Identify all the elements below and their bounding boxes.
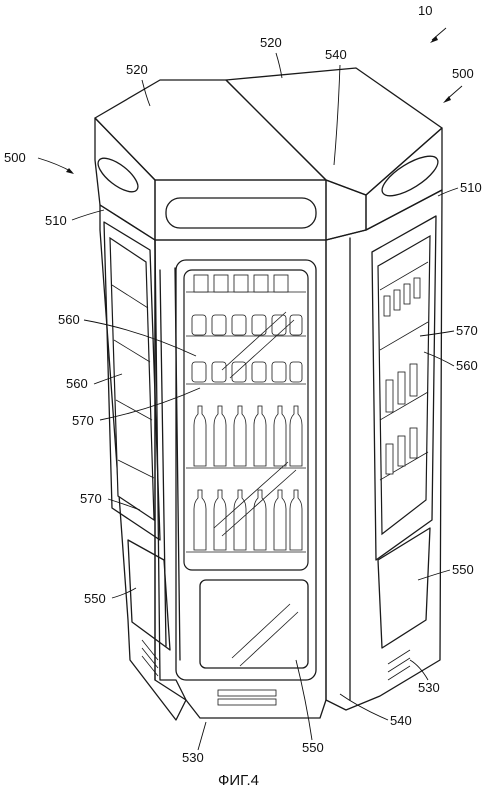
left-front-door-frame	[175, 259, 317, 681]
left-cabinet	[94, 79, 327, 721]
label-rail-front: 570	[72, 413, 94, 428]
label-corner-top: 540	[325, 47, 347, 62]
callouts: 10 520 520 540 500 500 510 510 560 560 5…	[4, 3, 482, 789]
left-side-door	[103, 221, 161, 541]
left-side-glass	[109, 236, 155, 522]
label-top-right: 520	[260, 35, 282, 50]
label-base-front: 530	[182, 750, 204, 765]
label-panel-side-right: 550	[452, 562, 474, 577]
label-rail-side-left: 570	[80, 491, 102, 506]
left-header-light	[165, 197, 317, 229]
left-side-light	[97, 157, 139, 193]
right-cabinet-top	[225, 67, 443, 196]
label-panel-side-left: 550	[84, 591, 106, 606]
label-shelf-side-left: 560	[66, 376, 88, 391]
right-side-light	[381, 155, 439, 197]
label-side-left: 510	[45, 213, 67, 228]
right-side-lower-panel	[377, 527, 431, 649]
label-assembly: 10	[418, 3, 432, 18]
figure-caption: ФИГ.4	[218, 772, 259, 789]
label-side-right: 510	[460, 180, 482, 195]
label-base-right: 530	[418, 680, 440, 695]
label-top-left: 520	[126, 62, 148, 77]
left-front-door-glass	[183, 269, 309, 571]
left-front-header	[154, 179, 327, 241]
left-front-lower-panel	[199, 579, 309, 669]
label-cabinet-right: 500	[452, 66, 474, 81]
right-side-body	[325, 189, 443, 711]
left-side-lower-panel	[127, 539, 171, 651]
label-panel-front: 550	[302, 740, 324, 755]
left-front-shelves	[186, 274, 306, 667]
label-cabinet-left: 500	[4, 150, 26, 165]
right-cabinet	[225, 67, 443, 711]
label-shelf-side-right: 560	[456, 358, 478, 373]
left-front-vent	[217, 689, 277, 697]
label-rail-side-right: 570	[456, 323, 478, 338]
left-cabinet-top	[94, 79, 327, 181]
label-shelf-front-upper: 560	[58, 312, 80, 327]
label-corner-bottom: 540	[390, 713, 412, 728]
right-side-door	[371, 215, 437, 561]
right-side-header	[365, 127, 443, 231]
